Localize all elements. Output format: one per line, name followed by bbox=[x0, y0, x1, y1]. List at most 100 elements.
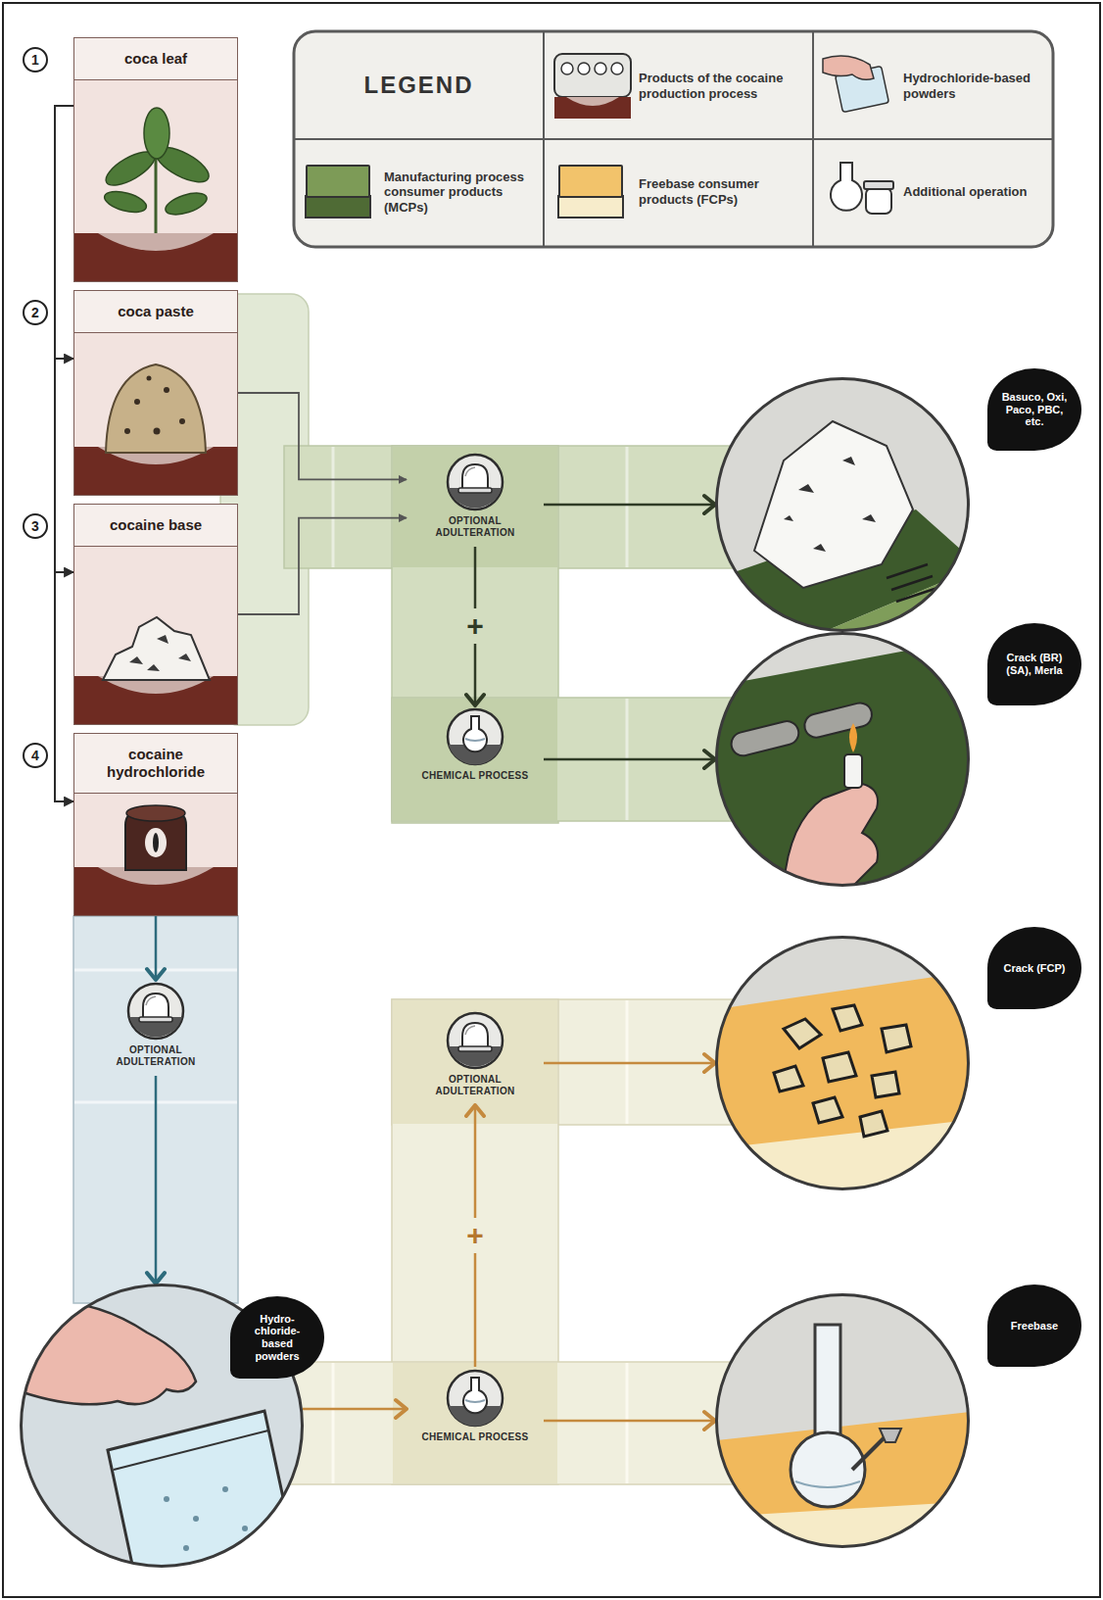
mcp-band bbox=[284, 445, 765, 569]
flow-arrow bbox=[543, 1061, 716, 1065]
stage-box: cocaine base bbox=[73, 503, 239, 725]
stage-cocaine-hydrochloride bbox=[144, 827, 167, 858]
stage-box: cocaine hydrochloride bbox=[73, 732, 239, 916]
operation-label: OPTIONAL ADULTERATION bbox=[410, 1073, 540, 1098]
hydrochloride-column bbox=[73, 915, 239, 1303]
legend-item: Additional operation bbox=[903, 144, 1049, 240]
operation-label: OPTIONAL ADULTERATION bbox=[410, 515, 540, 539]
flow-arrow bbox=[302, 1407, 407, 1411]
stage-coca-leaf bbox=[162, 189, 209, 220]
operation-node: CHEMICAL PROCESS bbox=[406, 705, 544, 790]
product-crack-pipe bbox=[783, 783, 878, 887]
product-hydrochloride-powder bbox=[222, 1486, 229, 1492]
legend-icon-operation bbox=[865, 188, 892, 214]
callout-number: 2 bbox=[22, 299, 48, 326]
stage-coca-paste bbox=[134, 398, 141, 405]
stage-box: coca leaf bbox=[73, 37, 239, 283]
product-crack-rocks bbox=[717, 1118, 980, 1196]
legend-icon-hydrochloride bbox=[822, 55, 889, 112]
operation-label: OPTIONAL ADULTERATION bbox=[91, 1044, 221, 1068]
legend-swatch bbox=[305, 164, 371, 198]
legend-box bbox=[293, 31, 1054, 247]
product-hydrochloride-powder bbox=[19, 1300, 196, 1404]
fcp-band bbox=[284, 999, 765, 1485]
legend-cube-front bbox=[305, 195, 371, 218]
product-crack-rocks bbox=[717, 969, 980, 1196]
operation-label: CHEMICAL PROCESS bbox=[410, 1431, 540, 1443]
stage-cocaine-base bbox=[73, 503, 239, 725]
legend-label: Freebase consumer products (FCPs) bbox=[638, 176, 806, 207]
legend-item: Freebase consumer products (FCPs) bbox=[638, 144, 806, 240]
legend-item: Products of the cocaine production proce… bbox=[638, 39, 806, 134]
product-crack-pipe bbox=[802, 700, 875, 740]
callout-pin: Basuco, Oxi, Paco, PBC, etc. bbox=[987, 368, 1082, 451]
stage-coca-leaf bbox=[73, 233, 239, 283]
stage-coca-leaf bbox=[143, 107, 170, 159]
legend-icon-operation bbox=[830, 162, 894, 214]
product-freebase-pipe bbox=[815, 1324, 841, 1442]
product-crack-pipe bbox=[728, 719, 802, 759]
stage-coca-paste bbox=[153, 428, 161, 435]
flow-arrow bbox=[54, 105, 74, 359]
operation-node: OPTIONAL ADULTERATION bbox=[87, 979, 225, 1076]
legend-cube-front bbox=[305, 195, 624, 218]
flow-arrow bbox=[154, 915, 158, 980]
stage-label: cocaine hydrochloride bbox=[74, 733, 238, 794]
product-basuco bbox=[754, 421, 913, 588]
operation-label: CHEMICAL PROCESS bbox=[410, 769, 540, 782]
legend-item: Hydrochloride-based powders bbox=[903, 39, 1049, 134]
legend-item: Manufacturing process consumer products … bbox=[383, 144, 539, 240]
product-crack-pipe bbox=[717, 633, 980, 892]
plus-sign: + bbox=[458, 608, 492, 644]
flow-arrow bbox=[54, 358, 74, 573]
legend-icon-products bbox=[577, 62, 590, 75]
product-crack-rocks bbox=[881, 1024, 912, 1053]
legend-box bbox=[294, 32, 1053, 246]
fcp-band bbox=[284, 1361, 765, 1485]
callout-number: 3 bbox=[22, 513, 48, 539]
product-crack-rocks bbox=[813, 1097, 843, 1123]
flow-arrow bbox=[238, 392, 407, 480]
legend-icon-operation bbox=[863, 181, 894, 190]
product-crack-rocks bbox=[860, 1110, 888, 1137]
mcp-band bbox=[391, 697, 765, 821]
stage-coca-paste bbox=[124, 428, 131, 434]
icon-adulteration bbox=[447, 454, 503, 510]
stage-coca-paste bbox=[163, 386, 170, 393]
callout-number: 1 bbox=[22, 47, 48, 73]
callout-pin: Crack (BR) (SA), Merla bbox=[987, 623, 1082, 706]
stage-coca-leaf bbox=[101, 188, 148, 217]
pin-label: Freebase bbox=[1010, 1319, 1058, 1333]
stage-cocaine-hydrochloride bbox=[126, 805, 186, 821]
legend-icon-hydrochloride bbox=[822, 55, 874, 80]
product-crack-pipe bbox=[849, 722, 858, 753]
product-circle: Crack (BR) (SA), Merla bbox=[715, 631, 970, 887]
icon-chemical-process bbox=[447, 1370, 503, 1427]
icon-adulteration bbox=[447, 1012, 503, 1068]
mcp-band bbox=[220, 293, 765, 823]
product-crack-pipe bbox=[728, 700, 874, 759]
operation-node: CHEMICAL PROCESS bbox=[406, 1366, 544, 1451]
legend-icon-products bbox=[611, 62, 624, 75]
icon-chemical-process bbox=[447, 709, 503, 766]
product-basuco bbox=[886, 564, 938, 602]
stage-label: coca leaf bbox=[74, 38, 238, 81]
stage-coca-paste bbox=[73, 289, 239, 496]
callout-pin: Freebase bbox=[987, 1284, 1082, 1367]
stage-cocaine-hydrochloride bbox=[73, 732, 239, 867]
callout-pin: Hydro-chloride-based powders bbox=[230, 1295, 325, 1379]
product-circle: Freebase bbox=[715, 1293, 970, 1548]
product-freebase-pipe bbox=[717, 1324, 980, 1558]
pin-label: Crack (FCP) bbox=[1004, 961, 1066, 975]
product-crack-rocks bbox=[832, 1005, 863, 1031]
legend-cube-front bbox=[558, 195, 624, 218]
stage-cocaine-hydrochloride bbox=[73, 732, 239, 916]
pin-label: Crack (BR) (SA), Merla bbox=[998, 651, 1071, 676]
legend-icon-products bbox=[554, 53, 631, 119]
product-freebase-pipe bbox=[795, 1481, 861, 1487]
flow-arrow bbox=[154, 1075, 158, 1284]
stage-cocaine-hydrochloride bbox=[73, 866, 239, 916]
fcp-band bbox=[391, 999, 765, 1125]
